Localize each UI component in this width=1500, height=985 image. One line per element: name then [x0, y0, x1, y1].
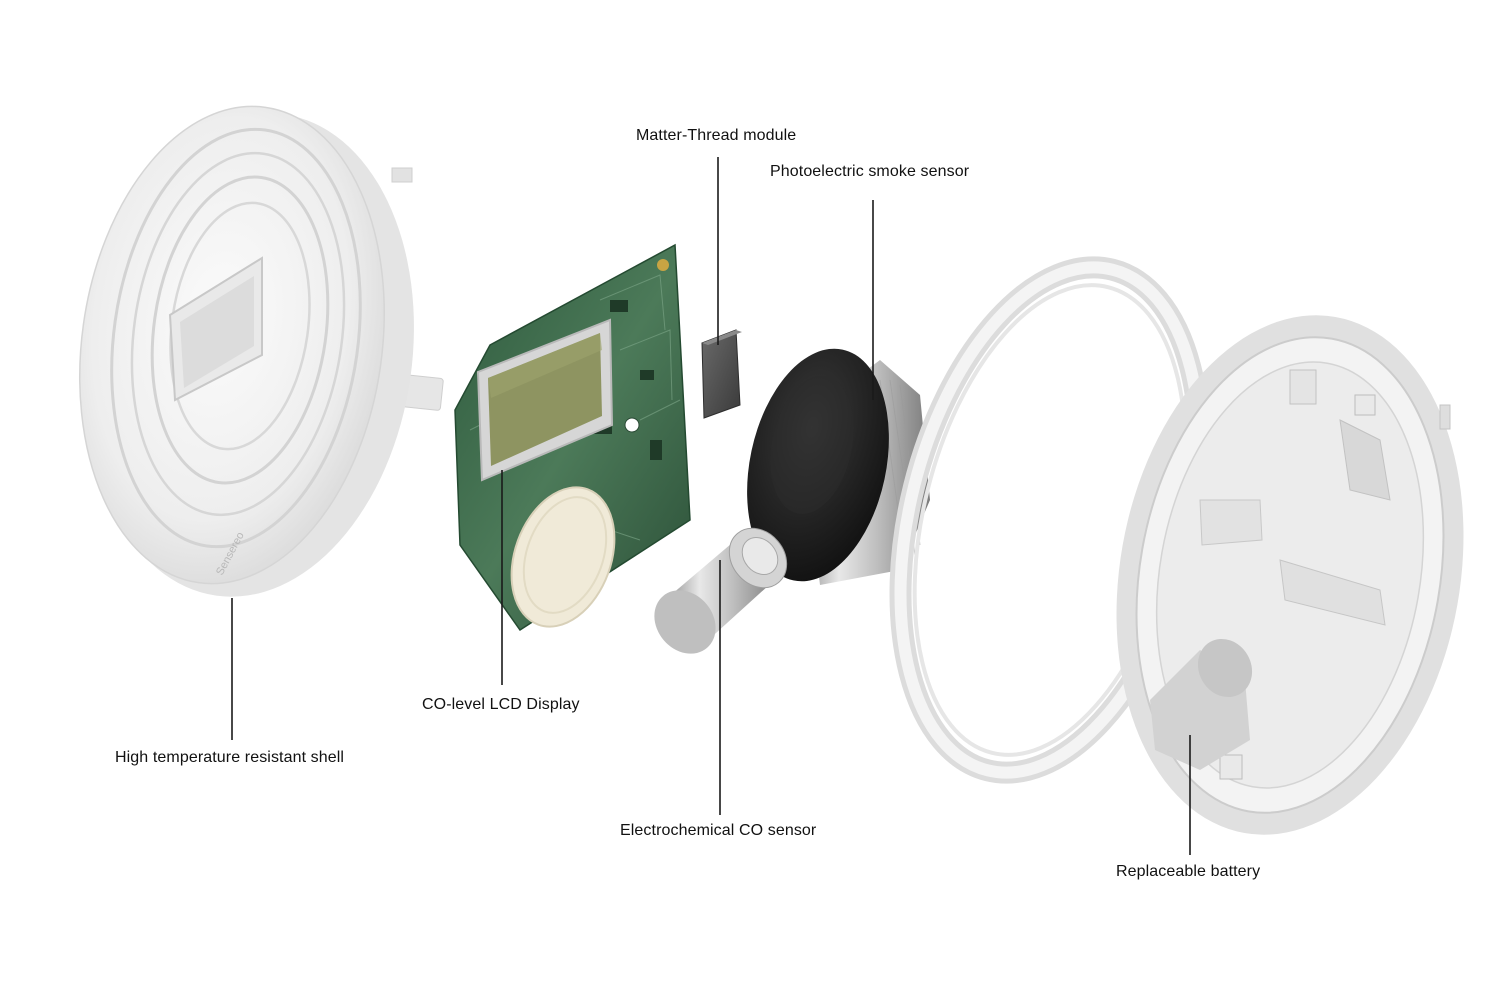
label-thread-module: Matter-Thread module [636, 127, 797, 144]
co-sensor-part [654, 527, 788, 654]
label-co-sensor: Electrochemical CO sensor [620, 822, 817, 839]
label-lcd: CO-level LCD Display [422, 696, 580, 713]
pcb-part [454, 243, 691, 632]
thread-module-part [701, 329, 742, 419]
label-shell: High temperature resistant shell [115, 749, 345, 766]
label-battery: Replaceable battery [1116, 863, 1261, 880]
leader-lines [231, 157, 1191, 855]
base-part [1116, 315, 1464, 835]
label-smoke-sensor: Photoelectric smoke sensor [770, 163, 970, 180]
shell-part: Sensereo [79, 105, 444, 597]
